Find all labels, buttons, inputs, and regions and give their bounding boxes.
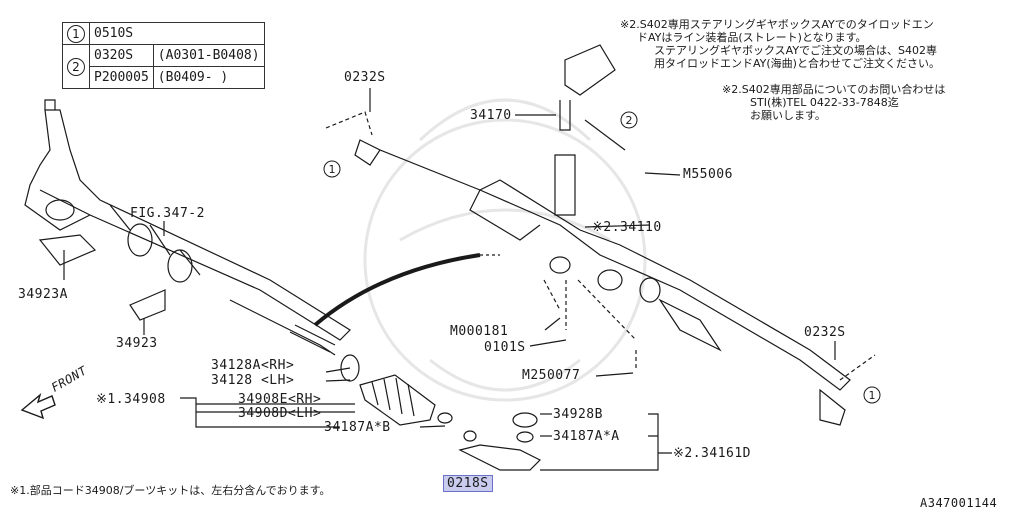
front-arrow-icon <box>20 393 56 420</box>
callout-circle-1-left <box>323 160 341 178</box>
part-label-34908[interactable]: ※1.34908 <box>96 392 166 407</box>
callout-1-right-text: 1 <box>869 389 876 402</box>
callout-2-text: 2 <box>626 114 633 127</box>
left-rack-assembly <box>24 99 351 356</box>
part-label-34928b[interactable]: 34928B <box>553 407 603 422</box>
callout-circle-1-right <box>863 386 881 404</box>
boot-drawing <box>340 354 436 426</box>
callout-circle-2 <box>620 111 638 129</box>
legend-mark: 2 <box>62 44 90 89</box>
right-rack-assembly <box>354 44 851 426</box>
legend-row: 2 0320S (A0301-B0408) <box>62 44 265 89</box>
note-line: ドAYはライン装着品(ストレート)となります。 <box>637 31 867 44</box>
part-label-0101s[interactable]: 0101S <box>484 340 526 355</box>
part-label-34128-lh[interactable]: 34128 <LH> <box>211 373 295 388</box>
part-label-34923[interactable]: 34923 <box>116 336 158 351</box>
part-label-34908d-lh[interactable]: 34908D<LH> <box>238 406 322 421</box>
note-line: STI(株)TEL 0422-33-7848迄 <box>750 96 899 109</box>
legend-row: P200005 (B0409- ) <box>63 66 265 89</box>
legend-part-number[interactable]: 0510S <box>89 22 265 45</box>
note-line: お願いします。 <box>750 109 826 122</box>
part-label-m000181[interactable]: M000181 <box>450 324 509 339</box>
part-label-34170[interactable]: 34170 <box>470 108 512 123</box>
part-label-34923a[interactable]: 34923A <box>18 287 68 302</box>
note-line: ステアリングギヤボックスAYでご注文の場合は、S402専 <box>654 44 938 57</box>
legend-mark: 1 <box>62 22 90 45</box>
note-line: 用タイロッドエンドAY(海曲)と合わせてご注文ください。 <box>654 57 940 70</box>
part-label-m250077[interactable]: M250077 <box>522 368 581 383</box>
part-label-0232s-top[interactable]: 0232S <box>344 70 386 85</box>
bottom-note: ※1.部品コード34908/ブーツキットは、左右分含んでおります。 <box>10 484 331 497</box>
part-label-34110[interactable]: ※2.34110 <box>592 220 662 235</box>
part-label-fig-347-2[interactable]: FIG.347-2 <box>130 206 205 221</box>
callout-1-left-text: 1 <box>329 163 336 176</box>
leader-lines <box>63 88 836 471</box>
tie-rod-end-drawing <box>437 412 542 471</box>
diagram-id: A347001144 <box>920 496 998 510</box>
part-label-34187a-b[interactable]: 34187A*B <box>324 420 391 435</box>
part-label-m55006[interactable]: M55006 <box>683 167 733 182</box>
note-line: ※2.S402専用部品についてのお問い合わせは <box>722 83 946 96</box>
legend-part-number[interactable]: 0320S <box>89 44 154 67</box>
legend-row: 1 0510S <box>62 22 265 45</box>
part-label-34187a-a[interactable]: 34187A*A <box>553 429 620 444</box>
part-label-34128a-rh[interactable]: 34128A<RH> <box>211 358 295 373</box>
watermark-emblem <box>363 98 647 402</box>
part-label-34908e-rh[interactable]: 34908E<RH> <box>238 392 322 407</box>
assembly-arrow <box>313 253 481 327</box>
part-label-0218s-highlighted[interactable]: 0218S <box>443 475 493 492</box>
part-legend-table: 1 0510S 2 0320S (A0301-B0408) P200005 (B… <box>62 22 265 89</box>
part-label-0232s-right[interactable]: 0232S <box>804 325 846 340</box>
legend-range: (A0301-B0408) <box>152 44 265 67</box>
note-line: ※2.S402専用ステアリングギヤボックスAYでのタイロッドエン <box>620 18 934 31</box>
legend-range: (B0409- ) <box>152 66 265 89</box>
legend-part-number[interactable]: P200005 <box>89 66 154 89</box>
part-label-34161d[interactable]: ※2.34161D <box>673 446 752 461</box>
